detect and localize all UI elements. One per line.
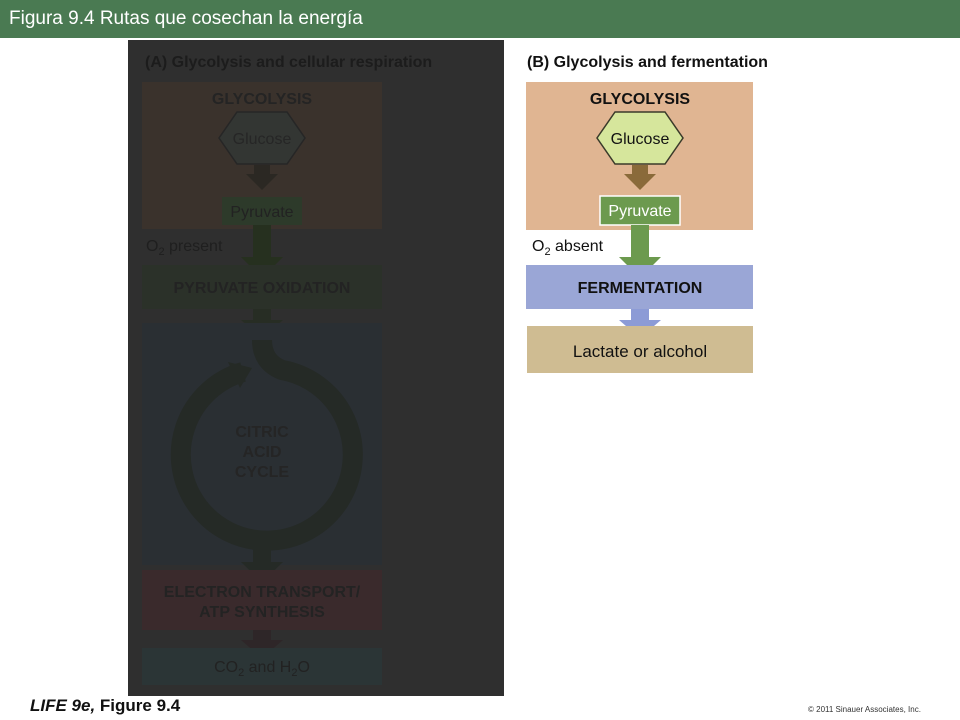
panel-a-heading: (A) Glycolysis and cellular respiration (145, 54, 432, 71)
panel-a-arrow-pyruvate-oxidation (241, 225, 283, 278)
panel-a-pyruvate-oxidation-label: PYRUVATE OXIDATION (174, 280, 351, 297)
panel-a-etc-box (142, 570, 382, 630)
panel-a-products-label: CO2 and H2O (214, 659, 310, 679)
panel-b-arrow-fermentation-products (619, 309, 661, 338)
panel-a-etc-line2: ATP SYNTHESIS (199, 604, 325, 621)
panel-a-citric-line3: CYCLE (235, 464, 290, 481)
panel-a-etc-line1: ELECTRON TRANSPORT/ (164, 584, 361, 601)
panel-b-arrow-glucose-pyruvate (624, 165, 656, 190)
panel-a-arrow-etc-products (241, 630, 283, 658)
panel-b: (B) Glycolysis and fermentation GLYCOLYS… (526, 54, 768, 373)
panel-a-products-box (142, 648, 382, 685)
panel-b-arrow-pyruvate-fermentation (619, 225, 661, 278)
panel-a: (A) Glycolysis and cellular respiration … (142, 54, 432, 685)
panel-b-fermentation-label: FERMENTATION (578, 280, 703, 297)
panel-b-products-label: Lactate or alcohol (573, 342, 707, 361)
panel-a-pyruvate-label: Pyruvate (230, 204, 293, 221)
figure-citation: LIFE 9e, Figure 9.4 (30, 696, 180, 716)
panel-a-pyruvate-oxidation-box (142, 265, 382, 309)
panel-a-citric-line2: ACID (242, 444, 281, 461)
panel-b-pyruvate-label: Pyruvate (608, 203, 671, 220)
panel-a-arrow-glucose-pyruvate (246, 165, 278, 190)
panel-b-products-box (527, 326, 753, 373)
panel-b-o2-condition: O2 absent (532, 238, 604, 258)
panel-a-o2-condition: O2 present (146, 238, 223, 258)
panel-a-pyruvate-box (222, 197, 302, 225)
panel-b-glucose-hexagon (596, 111, 684, 165)
copyright-notice: © 2011 Sinauer Associates, Inc. (808, 705, 921, 714)
title-bar: Figura 9.4 Rutas que cosechan la energía (0, 0, 960, 38)
panel-b-heading: (B) Glycolysis and fermentation (527, 54, 768, 71)
figure-number: Figure 9.4 (95, 696, 181, 715)
panel-a-citric-line1: CITRIC (235, 424, 289, 441)
book-title: LIFE 9e, (30, 696, 96, 715)
panel-b-glucose-label: Glucose (611, 131, 670, 148)
page-title: Figura 9.4 Rutas que cosechan la energía (9, 8, 363, 29)
panel-b-glycolysis-label: GLYCOLYSIS (590, 91, 691, 108)
panel-a-cycle-ring (170, 339, 363, 551)
panel-a-glucose-label: Glucose (233, 131, 292, 148)
panel-b-fermentation-box (526, 265, 753, 309)
panel-a-glycolysis-label: GLYCOLYSIS (212, 91, 313, 108)
panel-a-cycle-arrowhead (228, 362, 252, 388)
panel-a-glucose-hexagon (218, 111, 306, 165)
